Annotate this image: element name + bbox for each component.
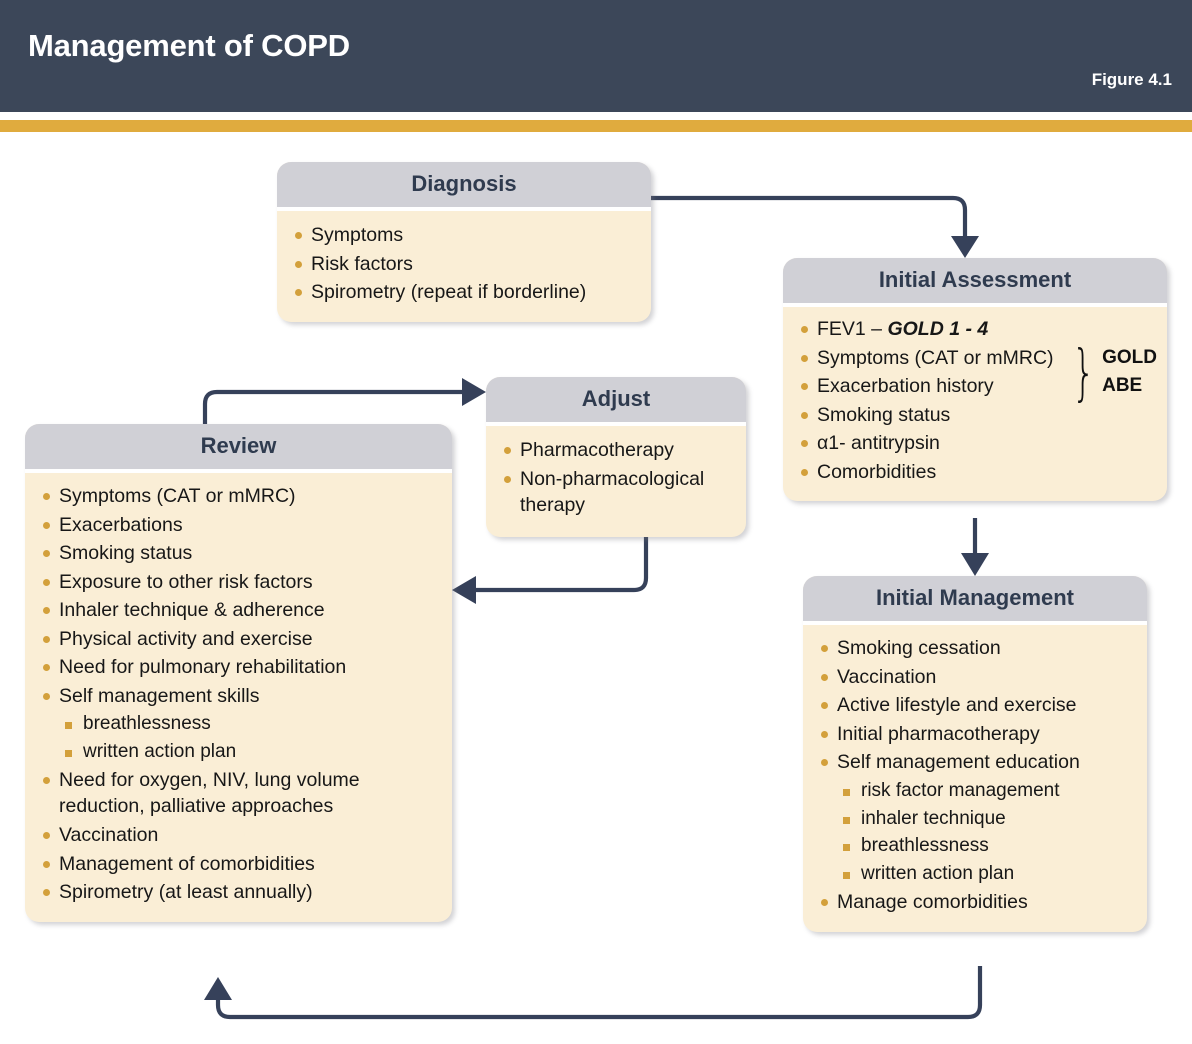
box-adjust-title: Adjust <box>486 377 746 427</box>
list-item: Smoking status <box>37 540 442 567</box>
arrowhead-to-review-bottom <box>204 977 232 1000</box>
list-item: breathlessness <box>815 833 1137 859</box>
list-item: FEV1 – GOLD 1 - 4 <box>795 316 1161 343</box>
arrowhead-to-assessment <box>951 236 979 258</box>
box-diagnosis-title: Diagnosis <box>277 162 651 212</box>
list-item: Vaccination <box>815 664 1137 691</box>
list-item: Symptoms (CAT or mMRC) <box>37 483 442 510</box>
list-item: Non-pharmacological therapy <box>498 466 736 519</box>
list-item: written action plan <box>37 739 442 765</box>
figure-number-label: Figure 4.1 <box>1091 70 1172 89</box>
box-review[interactable]: Review Symptoms (CAT or mMRC)Exacerbatio… <box>25 424 452 922</box>
list-item: Symptoms (CAT or mMRC) <box>795 345 1161 372</box>
abe-label: ABE <box>1102 374 1143 396</box>
list-item: Initial pharmacotherapy <box>815 721 1137 748</box>
list-item: Spirometry (at least annually) <box>37 879 442 906</box>
list-item: Smoking status <box>795 402 1161 429</box>
list-item: Manage comorbidities <box>815 889 1137 916</box>
arrowhead-to-adjust <box>462 378 486 406</box>
connector-management-to-review <box>215 966 983 1020</box>
curly-brace-icon: } <box>1071 335 1096 408</box>
gold-divider-rule <box>0 120 1192 132</box>
box-initial-assessment-title: Initial Assessment <box>783 258 1167 308</box>
list-item: Management of comorbidities <box>37 851 442 878</box>
list-item: breathlessness <box>37 711 442 737</box>
connector-adjust-to-review <box>476 537 649 593</box>
list-item: Risk factors <box>289 251 641 278</box>
list-item: Spirometry (repeat if borderline) <box>289 279 641 306</box>
list-item: Active lifestyle and exercise <box>815 692 1137 719</box>
list-item: Exposure to other risk factors <box>37 569 442 596</box>
box-initial-management-title: Initial Management <box>803 576 1147 626</box>
list-item: written action plan <box>815 861 1137 887</box>
list-item: Exacerbations <box>37 512 442 539</box>
gold-label: GOLD <box>1102 347 1157 368</box>
box-review-title: Review <box>25 424 452 474</box>
header-bar <box>0 0 1192 112</box>
list-item: Need for pulmonary rehabilitation <box>37 654 442 681</box>
list-item: Self management skills <box>37 683 442 710</box>
list-item: Need for oxygen, NIV, lung volume reduct… <box>37 767 442 820</box>
list-item: Smoking cessation <box>815 635 1137 662</box>
list-item: risk factor management <box>815 778 1137 804</box>
list-item: inhaler technique <box>815 806 1137 832</box>
list-item: Self management education <box>815 749 1137 776</box>
connector-diagnosis-to-assessment <box>651 195 968 236</box>
emphasis-text: GOLD 1 - 4 <box>887 318 989 341</box>
gold-abe-annotation: } GOLD ABE <box>1069 335 1157 408</box>
list-item: α1- antitrypsin <box>795 430 1161 457</box>
list-item: Physical activity and exercise <box>37 626 442 653</box>
connector-review-to-adjust <box>202 389 462 424</box>
gold-abe-labels: GOLD ABE <box>1102 344 1157 399</box>
list-item: Vaccination <box>37 822 442 849</box>
list-item: Inhaler technique & adherence <box>37 597 442 624</box>
list-item: Symptoms <box>289 222 641 249</box>
arrowhead-to-review-side <box>452 576 476 604</box>
list-item: Pharmacotherapy <box>498 437 736 464</box>
list-item: Comorbidities <box>795 459 1161 486</box>
list-item: Exacerbation history <box>795 373 1161 400</box>
arrowhead-to-management <box>961 553 989 576</box>
page-title: Management of COPD <box>28 28 350 63</box>
